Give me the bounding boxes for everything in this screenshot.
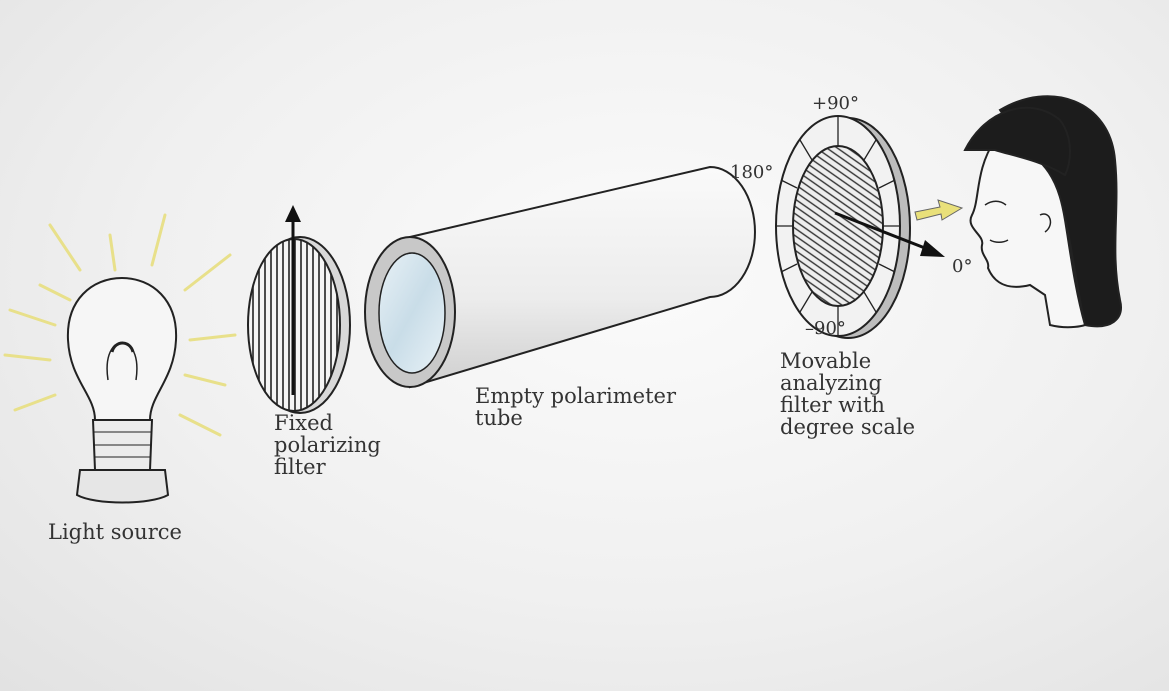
label-polarimeter-tube: Empty polarimeter tube [475, 384, 676, 430]
light-rays [3, 213, 237, 437]
polarimeter-tube [364, 165, 756, 389]
label-light-source: Light source [48, 520, 182, 544]
fixed-polarizing-filter [247, 205, 351, 414]
scale-plus-90: +90° [812, 93, 859, 114]
light-beam-arrow [914, 199, 964, 221]
analyzer-pointer-arrow [834, 211, 931, 252]
label-analyzing-filter: Movable analyzing filter with degree sca… [780, 349, 916, 439]
light-bulb [66, 276, 178, 504]
scale-180: 180° [730, 162, 774, 183]
analyzing-filter [775, 115, 945, 339]
scale-minus-90: –90° [805, 318, 846, 339]
label-fixed-polarizing-filter: Fixed polarizing filter [274, 411, 381, 479]
observer-face [963, 95, 1122, 329]
scale-0: 0° [952, 256, 973, 277]
